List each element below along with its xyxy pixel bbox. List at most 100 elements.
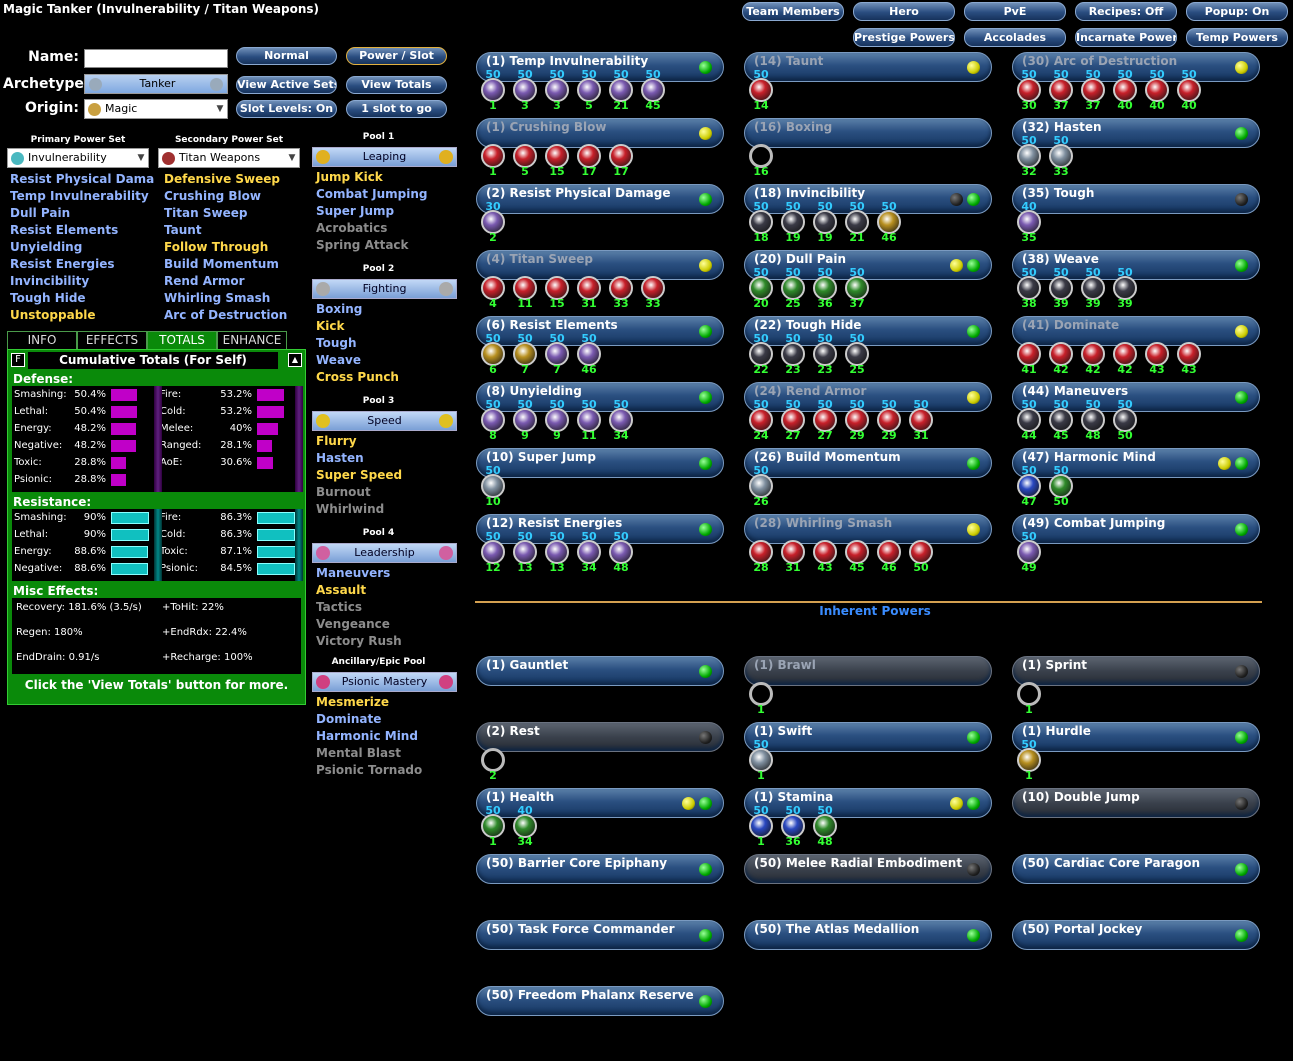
power-slot-the-atlas-medallion[interactable]: (50) The Atlas Medallion [744, 920, 992, 950]
enhancement-slot[interactable]: 15 [544, 266, 570, 310]
name-input[interactable] [84, 49, 228, 68]
power-slot-super-jump[interactable]: (10) Super Jump [476, 448, 724, 478]
power-jump-kick[interactable]: Jump Kick [316, 170, 383, 184]
power-slot-melee-radial-embodiment[interactable]: (50) Melee Radial Embodiment [744, 854, 992, 884]
power-slot-resist-elements[interactable]: (6) Resist Elements [476, 316, 724, 346]
power-maneuvers[interactable]: Maneuvers [316, 566, 391, 580]
power-temp-invulnerability[interactable]: Temp Invulnerability [10, 189, 149, 203]
power-mental-blast[interactable]: Mental Blast [316, 746, 401, 760]
popup-button[interactable]: Popup: On [1186, 2, 1288, 21]
power-tough-hide[interactable]: Tough Hide [10, 291, 86, 305]
enhancement-slot[interactable]: 17 [608, 134, 634, 178]
enhancement-slot[interactable]: 28 [748, 530, 774, 574]
power-slot-build-momentum[interactable]: (26) Build Momentum [744, 448, 992, 478]
power-unyielding[interactable]: Unyielding [10, 240, 83, 254]
power-burnout[interactable]: Burnout [316, 485, 371, 499]
power-whirling-smash[interactable]: Whirling Smash [164, 291, 271, 305]
normal-button[interactable]: Normal [236, 47, 337, 65]
power-psionic-tornado[interactable]: Psionic Tornado [316, 763, 423, 777]
power-build-momentum[interactable]: Build Momentum [164, 257, 279, 271]
power-slot-tough-hide[interactable]: (22) Tough Hide [744, 316, 992, 346]
pool-select-leadership[interactable]: Leadership [312, 543, 457, 563]
f-button[interactable]: F [11, 353, 25, 367]
power-slot-weave[interactable]: (38) Weave [1012, 250, 1260, 280]
power-slot-gauntlet[interactable]: (1) Gauntlet [476, 656, 724, 686]
enhancement-slot[interactable]: 31 [576, 266, 602, 310]
power-tactics[interactable]: Tactics [316, 600, 362, 614]
view-active-sets-button[interactable]: View Active Sets [236, 76, 337, 94]
power-slot-resist-physical-damage[interactable]: (2) Resist Physical Damage [476, 184, 724, 214]
power-slot-health[interactable]: (1) Health [476, 788, 724, 818]
team-members-button[interactable]: Team Members [742, 2, 844, 21]
enhancement-slot[interactable]: 1 [480, 134, 506, 178]
power-slot-rend-armor[interactable]: (24) Rend Armor [744, 382, 992, 412]
enhancement-slot[interactable]: 43 [1176, 332, 1202, 376]
incarnate-powers-button[interactable]: Incarnate Powers [1075, 28, 1177, 47]
power-arc-of-destruction[interactable]: Arc of Destruction [164, 308, 288, 322]
power-slot-maneuvers[interactable]: (44) Maneuvers [1012, 382, 1260, 412]
power-slot-taunt[interactable]: (14) Taunt [744, 52, 992, 82]
power-slot-hurdle[interactable]: (1) Hurdle [1012, 722, 1260, 752]
power-resist-elements[interactable]: Resist Elements [10, 223, 119, 237]
tab-info[interactable]: INFO [7, 331, 77, 349]
power-boxing[interactable]: Boxing [316, 302, 363, 316]
power-titan-sweep[interactable]: Titan Sweep [164, 206, 248, 220]
power-vengeance[interactable]: Vengeance [316, 617, 390, 631]
power-invincibility[interactable]: Invincibility [10, 274, 90, 288]
power-follow-through[interactable]: Follow Through [164, 240, 269, 254]
secondary-set-select[interactable]: Titan Weapons ▼ [158, 148, 300, 168]
power-cross-punch[interactable]: Cross Punch [316, 370, 399, 384]
enhancement-slot[interactable]: 2 [480, 738, 506, 782]
power-slot-tough[interactable]: (35) Tough [1012, 184, 1260, 214]
power-slot-harmonic-mind[interactable]: (47) Harmonic Mind [1012, 448, 1260, 478]
temp-powers-button[interactable]: Temp Powers [1186, 28, 1288, 47]
enhancement-slot[interactable]: 16 [748, 134, 774, 178]
power-slot-temp-invulnerability[interactable]: (1) Temp Invulnerability [476, 52, 724, 82]
enhancement-slot[interactable]: 4 [480, 266, 506, 310]
pool-select-psionic-mastery[interactable]: Psionic Mastery [312, 672, 457, 692]
power-slot-barrier-core-epiphany[interactable]: (50) Barrier Core Epiphany [476, 854, 724, 884]
power-slot-sprint[interactable]: (1) Sprint [1012, 656, 1260, 686]
power-dominate[interactable]: Dominate [316, 712, 382, 726]
power-slot-boxing[interactable]: (16) Boxing [744, 118, 992, 148]
enhancement-slot[interactable]: 42 [1080, 332, 1106, 376]
power-flurry[interactable]: Flurry [316, 434, 357, 448]
power-unstoppable[interactable]: Unstoppable [10, 308, 96, 322]
power-whirlwind[interactable]: Whirlwind [316, 502, 385, 516]
power-slot-dull-pain[interactable]: (20) Dull Pain [744, 250, 992, 280]
enhancement-slot[interactable]: 33 [608, 266, 634, 310]
